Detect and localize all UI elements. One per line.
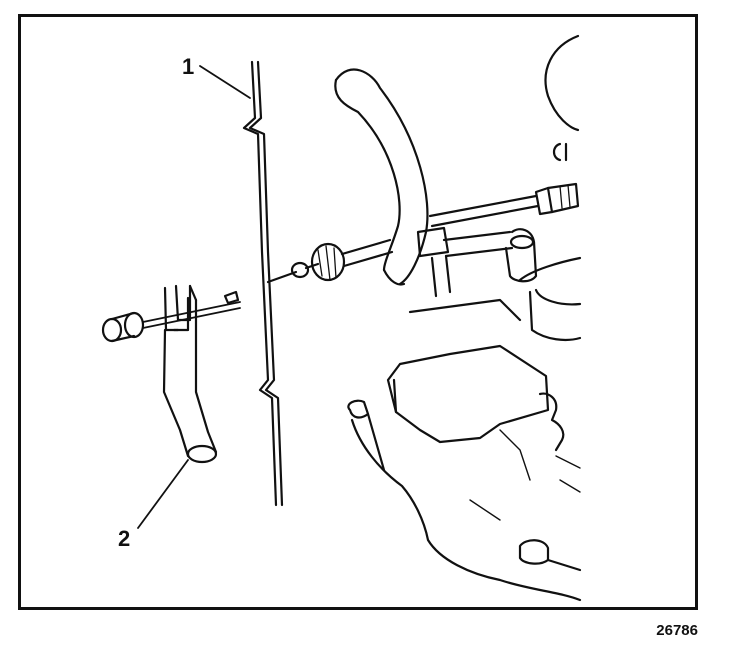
elbow-fitting — [504, 228, 538, 283]
upper-cable — [428, 182, 580, 228]
hose-clip — [416, 226, 514, 298]
bulkhead-panel — [242, 60, 284, 507]
callout-leaders — [137, 65, 251, 529]
callout-label-1: 1 — [182, 54, 195, 79]
curved-hose — [334, 68, 429, 286]
cable-end-fitting — [101, 290, 241, 343]
cable-bracket — [162, 284, 218, 464]
engine-components — [347, 34, 582, 602]
throttle-cable — [266, 238, 394, 284]
figure-number: 26786 — [656, 622, 698, 639]
callout-label-2: 2 — [118, 526, 131, 551]
